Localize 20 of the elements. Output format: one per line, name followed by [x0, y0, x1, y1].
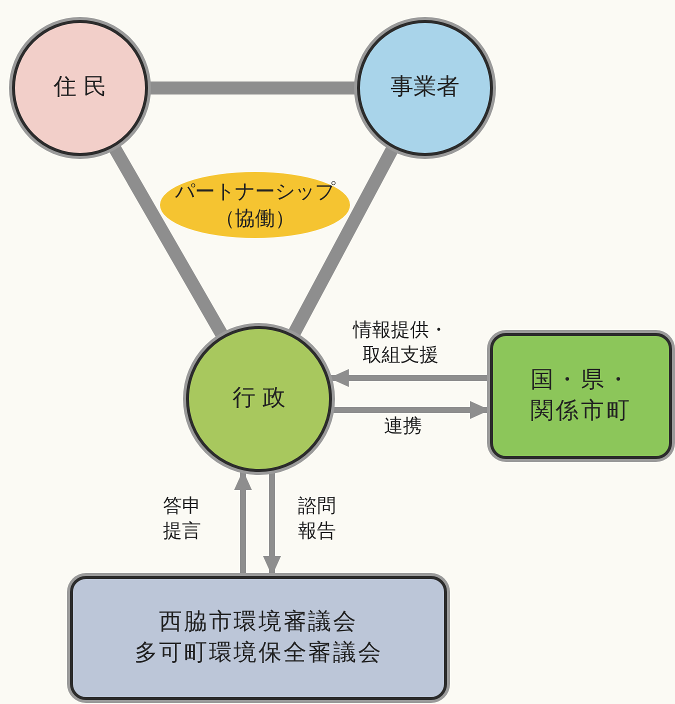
- rounded-box: [490, 333, 672, 459]
- edge-label: 連携: [382, 414, 423, 439]
- arrow: [263, 470, 281, 576]
- edge-label: 諮問報告: [296, 494, 337, 544]
- arrow: [328, 369, 490, 387]
- edge-label: 答申提言: [162, 494, 202, 544]
- node-text: 多可町環境保全審議会: [134, 639, 383, 668]
- node-text: 行 政: [232, 384, 286, 414]
- rounded-box: [70, 576, 447, 700]
- connector-line: [148, 82, 357, 94]
- connector-line: [108, 144, 228, 339]
- node-text: 西脇市環境審議会: [159, 608, 358, 637]
- node-text: 住 民: [53, 73, 107, 102]
- node-text: 国・県・関係市町: [529, 366, 633, 426]
- edge-label: 情報提供・取組支援: [352, 318, 449, 368]
- arrow: [331, 401, 490, 419]
- connector-line: [288, 144, 399, 338]
- node-text: パートナーシップ（協働）: [174, 178, 336, 232]
- arrow: [234, 470, 252, 576]
- node-text: 事業者: [390, 73, 460, 102]
